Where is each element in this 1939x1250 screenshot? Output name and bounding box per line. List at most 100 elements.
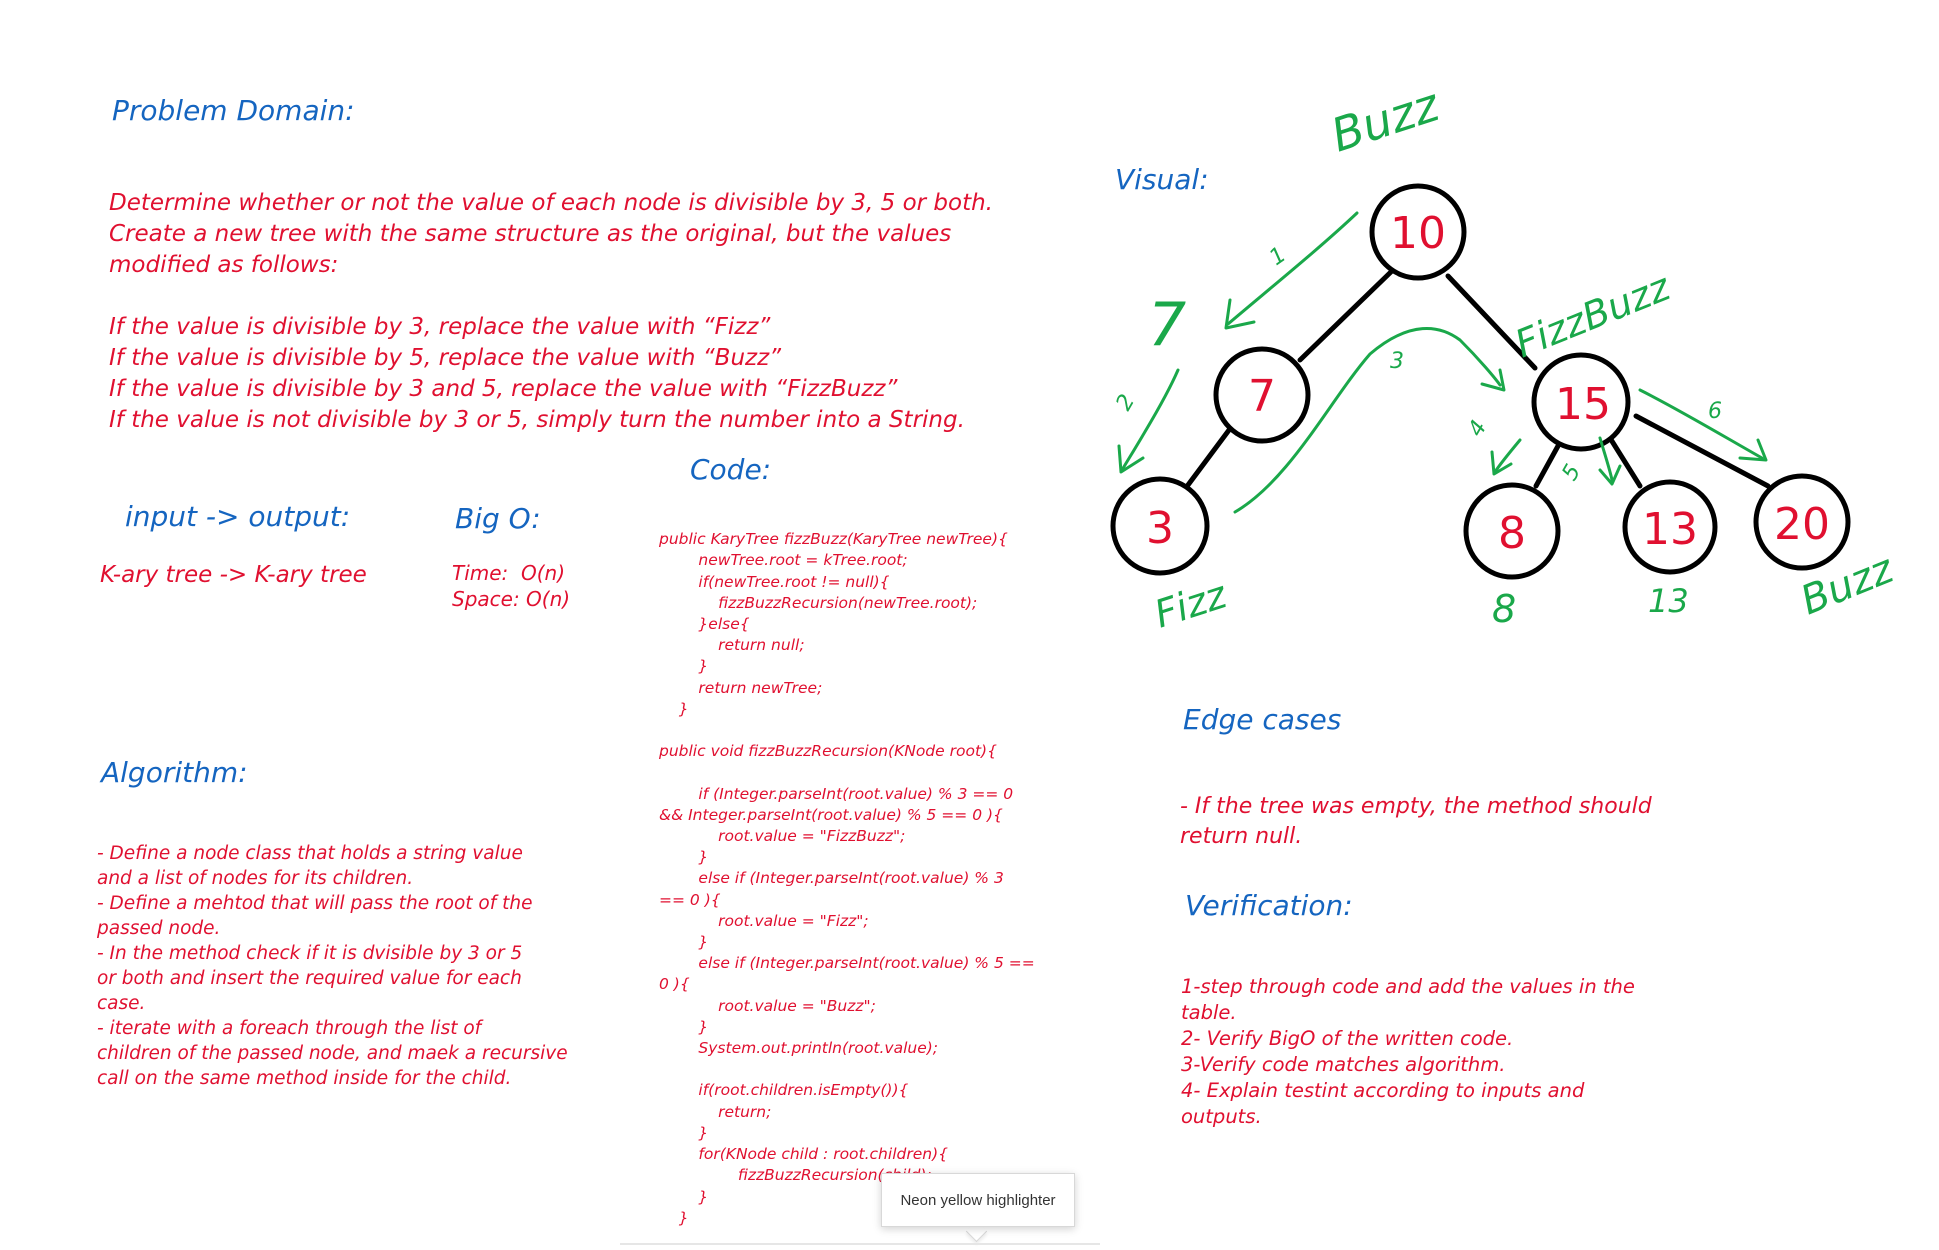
step-label-2: 2 bbox=[1112, 390, 1141, 415]
code-title: Code: bbox=[690, 453, 772, 486]
problem-domain-line: If the value is divisible by 3, replace … bbox=[109, 314, 771, 340]
code-line: 0 ){ bbox=[659, 975, 690, 994]
code-line: } bbox=[659, 933, 709, 952]
edge-cases-line: return null. bbox=[1180, 824, 1303, 849]
node-value-3: 3 bbox=[1146, 503, 1174, 554]
verification-line: 2- Verify BigO of the written code. bbox=[1181, 1027, 1514, 1050]
arrow-head-6 bbox=[1738, 438, 1768, 462]
toolbar-edge bbox=[620, 1243, 1100, 1245]
output-label-10: Buzz bbox=[1325, 77, 1446, 162]
edge-10-15 bbox=[1445, 273, 1538, 371]
code-line: if (Integer.parseInt(root.value) % 3 == … bbox=[659, 784, 1014, 803]
output-label-13: 13 bbox=[1648, 582, 1689, 620]
node-value-20: 20 bbox=[1774, 499, 1830, 550]
algorithm-line: call on the same method inside for the c… bbox=[97, 1068, 512, 1089]
code-line: } bbox=[659, 1017, 709, 1036]
node-circle-3 bbox=[1110, 476, 1210, 576]
node-circle-15 bbox=[1531, 352, 1631, 452]
problem-domain-line: Determine whether or not the value of ea… bbox=[109, 190, 993, 216]
problem-domain-line: If the value is divisible by 5, replace … bbox=[109, 345, 782, 371]
edge-cases-text: - If the tree was empty, the method shou… bbox=[1180, 762, 1652, 882]
code-line: } bbox=[659, 699, 689, 718]
step-label-5: 5 bbox=[1558, 460, 1587, 485]
traversal-arrow-4 bbox=[1493, 438, 1522, 474]
node-circle-8 bbox=[1463, 482, 1561, 580]
code-line: } bbox=[659, 1187, 709, 1206]
algorithm-text: - Define a node class that holds a strin… bbox=[97, 816, 568, 1116]
code-line: }else{ bbox=[659, 615, 750, 634]
node-value-15: 15 bbox=[1555, 379, 1611, 430]
code-line: public void fizzBuzzRecursion(KNode root… bbox=[659, 742, 997, 761]
code-line: return; bbox=[659, 1102, 772, 1121]
traversal-arrow-5 bbox=[1598, 436, 1614, 482]
node-value-13: 13 bbox=[1642, 504, 1698, 555]
arrow-head-3 bbox=[1480, 368, 1506, 392]
code-line: if(root.children.isEmpty()){ bbox=[659, 1081, 909, 1100]
code-line: System.out.println(root.value); bbox=[659, 1039, 938, 1058]
step-label-6: 6 bbox=[1708, 399, 1722, 424]
node-circle-13 bbox=[1622, 479, 1718, 575]
code-line: } bbox=[659, 1123, 709, 1142]
node-value-10: 10 bbox=[1390, 208, 1446, 259]
big-o-time: Time: O(n) bbox=[452, 561, 566, 585]
algorithm-line: and a list of nodes for its children. bbox=[97, 868, 414, 889]
algorithm-line: children of the passed node, and maek a … bbox=[97, 1043, 568, 1064]
output-label-7: 7 bbox=[1148, 290, 1186, 360]
problem-domain-title: Problem Domain: bbox=[112, 94, 355, 127]
tooltip-neon-highlighter: Neon yellow highlighter bbox=[881, 1173, 1075, 1227]
algorithm-line: case. bbox=[97, 993, 146, 1014]
arrow-head-5 bbox=[1598, 464, 1622, 486]
output-label-3: Fizz bbox=[1149, 572, 1232, 637]
problem-domain-line: Create a new tree with the same structur… bbox=[109, 221, 952, 247]
verification-line: table. bbox=[1181, 1001, 1237, 1024]
code-line: if(newTree.root != null){ bbox=[659, 572, 890, 591]
node-circle-10 bbox=[1369, 183, 1467, 281]
code-line: public KaryTree fizzBuzz(KaryTree newTre… bbox=[659, 530, 1008, 549]
arrow-head-2 bbox=[1117, 444, 1145, 474]
edge-7-3 bbox=[1185, 423, 1235, 488]
problem-domain-text: Determine whether or not the value of ea… bbox=[109, 157, 993, 467]
code-line: return null; bbox=[659, 636, 805, 655]
code-line: && Integer.parseInt(root.value) % 5 == 0… bbox=[659, 805, 1003, 824]
edge-15-8 bbox=[1533, 443, 1561, 489]
code-line: root.value = "FizzBuzz"; bbox=[659, 827, 906, 846]
code-line: else if (Integer.parseInt(root.value) % … bbox=[659, 869, 1004, 888]
algorithm-line: passed node. bbox=[97, 918, 221, 939]
code-line: } bbox=[659, 1208, 689, 1227]
code-line: else if (Integer.parseInt(root.value) % … bbox=[659, 954, 1035, 973]
verification-line: outputs. bbox=[1181, 1105, 1262, 1128]
node-circle-7 bbox=[1213, 346, 1311, 444]
code-line: } bbox=[659, 657, 709, 676]
io-title: input -> output: bbox=[125, 500, 351, 533]
node-value-7: 7 bbox=[1248, 371, 1276, 422]
code-line: } bbox=[659, 848, 709, 867]
traversal-arrow-6 bbox=[1638, 388, 1764, 460]
traversal-arrow-1 bbox=[1226, 211, 1359, 326]
node-circle-20 bbox=[1753, 473, 1851, 571]
edge-15-13 bbox=[1607, 435, 1643, 489]
code-line: root.value = "Buzz"; bbox=[659, 996, 876, 1015]
code-line: fizzBuzzRecursion(newTree.root); bbox=[659, 593, 978, 612]
code-line: == 0 ){ bbox=[659, 890, 721, 909]
code-line: root.value = "Fizz"; bbox=[659, 911, 869, 930]
problem-domain-line: If the value is divisible by 3 and 5, re… bbox=[109, 376, 898, 402]
problem-domain-line: modified as follows: bbox=[109, 252, 339, 278]
algorithm-line: - iterate with a foreach through the lis… bbox=[97, 1018, 482, 1039]
algorithm-line: - Define a node class that holds a strin… bbox=[97, 843, 523, 864]
edge-10-7 bbox=[1297, 265, 1398, 363]
traversal-arrow-2 bbox=[1120, 368, 1180, 472]
step-label-3: 3 bbox=[1390, 349, 1404, 374]
algorithm-line: - Define a mehtod that will pass the roo… bbox=[97, 893, 533, 914]
big-o-space: Space: O(n) bbox=[452, 587, 571, 611]
algorithm-line: or both and insert the required value fo… bbox=[97, 968, 522, 989]
edge-cases-title: Edge cases bbox=[1183, 703, 1342, 736]
code-line: newTree.root = kTree.root; bbox=[659, 551, 908, 570]
traversal-arrow-3 bbox=[1233, 326, 1502, 514]
algorithm-title: Algorithm: bbox=[101, 756, 248, 789]
io-value: K-ary tree -> K-ary tree bbox=[100, 562, 367, 588]
big-o-title: Big O: bbox=[455, 502, 541, 535]
step-label-4: 4 bbox=[1464, 416, 1493, 441]
code-line: for(KNode child : root.children){ bbox=[659, 1145, 948, 1164]
code-line: return newTree; bbox=[659, 678, 823, 697]
